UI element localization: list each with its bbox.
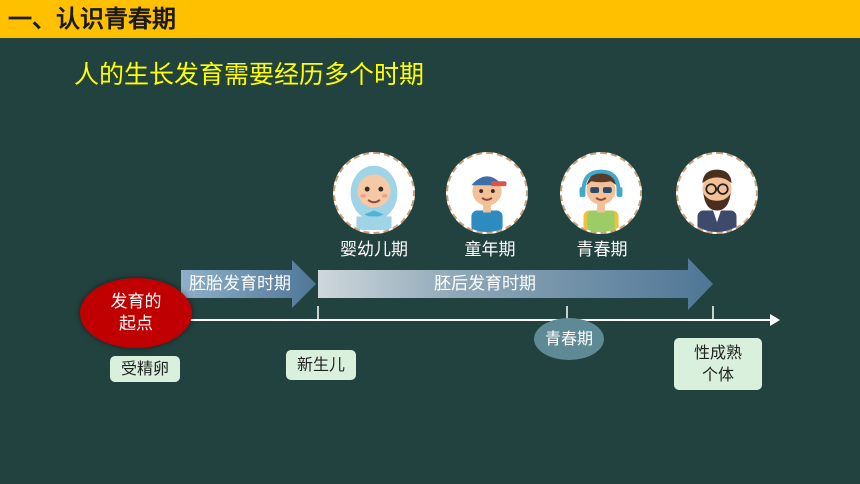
child-avatar-icon	[446, 152, 528, 234]
postembryo-arrow	[318, 258, 713, 310]
stage-label-puberty: 青春期	[576, 240, 628, 260]
tag-mature: 性成熟 个体	[674, 338, 762, 390]
baby-avatar-icon	[333, 152, 415, 234]
slide-subtitle: 人的生长发育需要经历多个时期	[74, 60, 425, 89]
origin-line1: 发育的	[110, 292, 162, 312]
postembryo-arrow-label: 胚后发育时期	[434, 274, 536, 294]
page-title: 一、认识青春期	[8, 5, 176, 33]
stage-label-infant: 婴幼儿期	[340, 240, 408, 260]
embryo-arrow-label: 胚胎发育时期	[189, 274, 291, 294]
stage-label-childhood: 童年期	[464, 240, 516, 260]
tag-newborn: 新生儿	[286, 350, 356, 380]
header-bar: 一、认识青春期	[0, 0, 860, 38]
origin-ellipse: 发育的 起点	[80, 278, 192, 348]
teen-avatar-icon	[560, 152, 642, 234]
adult-avatar-icon	[676, 152, 758, 234]
tag-mature-line1: 性成熟	[693, 343, 742, 362]
origin-line2: 起点	[119, 314, 153, 334]
embryo-arrow	[181, 260, 316, 308]
tag-mature-line2: 个体	[701, 365, 734, 384]
timeline-axis-arrowhead	[770, 314, 780, 326]
tag-zygote: 受精卵	[110, 356, 180, 382]
puberty-bubble: 青春期	[534, 318, 604, 360]
